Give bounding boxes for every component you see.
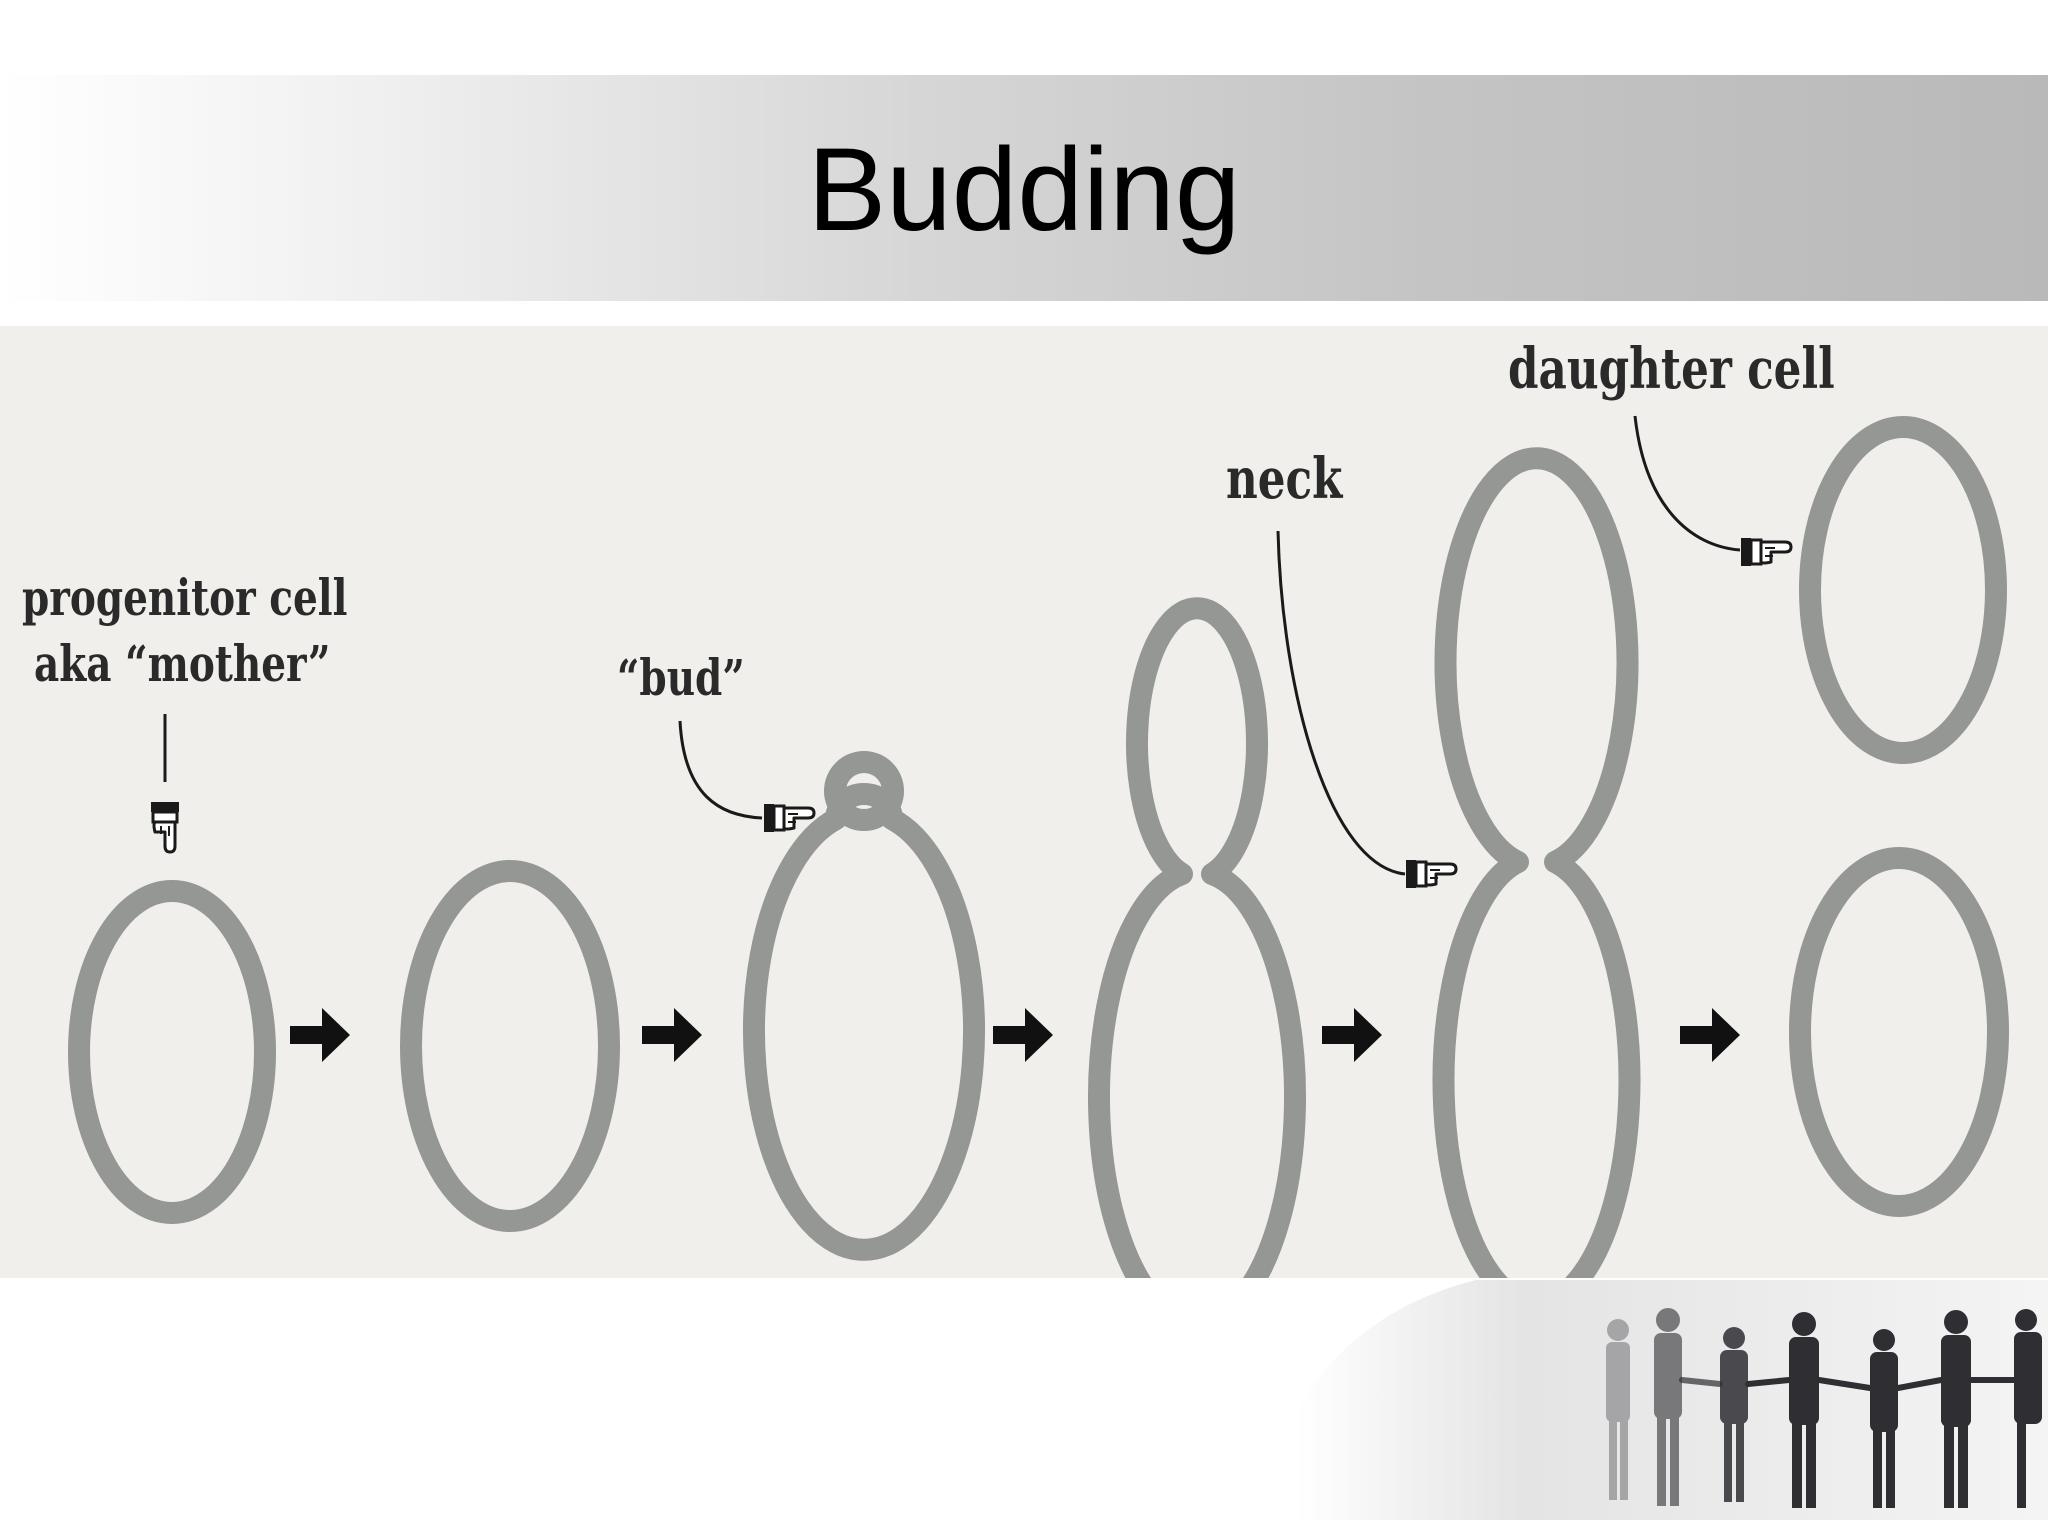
right-arrow-icon bbox=[1680, 1008, 1740, 1062]
slide-title: Budding bbox=[807, 124, 1241, 256]
neck-label: neck bbox=[1226, 446, 1343, 512]
progenitor-label-line2: aka “mother” bbox=[34, 634, 331, 693]
neck-pointer-line bbox=[1276, 530, 1406, 876]
cell-stage-3 bbox=[743, 783, 985, 1261]
title-band bbox=[0, 75, 2048, 301]
mother-cell-stage-6 bbox=[1789, 847, 2009, 1217]
right-arrow-icon bbox=[993, 1008, 1053, 1062]
cell-stage-1 bbox=[68, 880, 276, 1224]
pointing-hand-icon bbox=[1739, 536, 1793, 568]
cell-stage-2 bbox=[400, 860, 620, 1232]
pointing-hand-icon bbox=[149, 800, 181, 854]
pointing-hand-icon bbox=[1404, 858, 1458, 890]
right-arrow-icon bbox=[290, 1008, 350, 1062]
bud-stage-3 bbox=[824, 751, 904, 831]
daughter-cell-stage-6 bbox=[1799, 416, 2007, 764]
daughter-cell-label: daughter cell bbox=[1508, 336, 1835, 402]
bud-label: “bud” bbox=[617, 648, 745, 707]
bud-pointer-line bbox=[678, 720, 763, 820]
daughter-pointer-line bbox=[1633, 415, 1741, 552]
budding-diagram: progenitor cell aka “mother” “bud” neck … bbox=[0, 326, 2048, 1278]
cell-stage-4 bbox=[1088, 597, 1306, 1278]
cell-stage-5 bbox=[1432, 447, 1641, 1278]
right-arrow-icon bbox=[1322, 1008, 1382, 1062]
budding-diagram-svg bbox=[68, 415, 2009, 1278]
right-arrow-icon bbox=[642, 1008, 702, 1062]
people-holding-hands-image bbox=[1296, 1280, 2048, 1520]
progenitor-label-line1: progenitor cell bbox=[22, 568, 348, 627]
